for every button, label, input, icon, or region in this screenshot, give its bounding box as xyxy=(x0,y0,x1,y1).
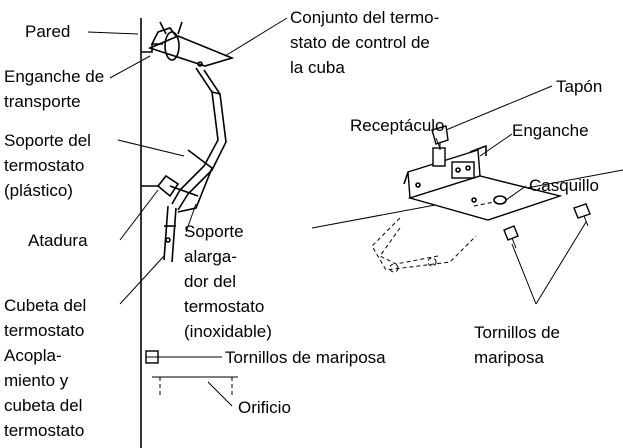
label-enganche: Enganche xyxy=(512,121,589,140)
thermostat-support xyxy=(169,67,227,213)
label-soporte-termostato-line-1: Soporte del xyxy=(4,131,91,150)
label-orificio: Orificio xyxy=(238,398,291,417)
mounting-bracket xyxy=(403,149,563,221)
wing-screw-right-2 xyxy=(573,203,591,227)
label-soporte-alargador-line-1: Soporte xyxy=(184,222,244,241)
thermostat-bulb xyxy=(163,205,177,263)
label-atadura: Atadura xyxy=(28,231,88,250)
label-conjunto-line-3: la cuba xyxy=(290,58,345,77)
label-casquillo: Casquillo xyxy=(529,176,599,195)
label-acoplamiento-line-1: Acopla- xyxy=(4,346,62,365)
label-soporte-termostato-line-2: termostato xyxy=(4,156,84,175)
tie xyxy=(141,174,180,198)
label-acoplamiento-line-4: termostato xyxy=(4,421,84,440)
leader-lines-right xyxy=(435,85,587,305)
label-tornillos-right-line-1: Tornillos de xyxy=(474,323,560,342)
label-soporte-alargador-line-2: alargа- xyxy=(184,247,237,266)
wing-screw-left xyxy=(145,350,159,364)
wing-screw-right-1 xyxy=(503,225,519,249)
label-cubeta-line-1: Cubeta del xyxy=(4,296,86,315)
label-enganche-transporte-line-1: Enganche de xyxy=(4,67,104,86)
thermostat-control-assembly xyxy=(147,21,235,67)
hook xyxy=(469,144,487,156)
label-soporte-alargador-line-5: (inoxidable) xyxy=(184,322,272,341)
label-tornillos-mariposa-left: Tornillos de mariposa xyxy=(225,348,386,367)
label-soporte-termostato-line-3: (plástico) xyxy=(4,181,73,200)
plug xyxy=(431,125,449,150)
hidden-thermostat-outline xyxy=(371,217,477,273)
label-acoplamiento-line-2: miento y xyxy=(4,371,69,390)
label-tapon: Tapón xyxy=(556,77,602,96)
label-conjunto-line-2: stato de control de xyxy=(290,33,430,52)
label-conjunto-line-1: Conjunto del termo- xyxy=(290,8,439,27)
label-cubeta-line-2: termostato xyxy=(4,321,84,340)
label-acoplamiento-line-3: cubeta del xyxy=(4,396,82,415)
label-soporte-alargador-line-3: dor del xyxy=(184,272,236,291)
label-tornillos-right-line-2: mariposa xyxy=(474,348,544,367)
receptacle xyxy=(432,147,446,167)
leader-lines-left xyxy=(87,17,288,407)
label-receptaculo: Receptáculo xyxy=(350,116,445,135)
label-enganche-transporte-line-2: transporte xyxy=(4,92,81,111)
label-pared: Pared xyxy=(25,22,70,41)
label-soporte-alargador-line-4: termostato xyxy=(184,297,264,316)
